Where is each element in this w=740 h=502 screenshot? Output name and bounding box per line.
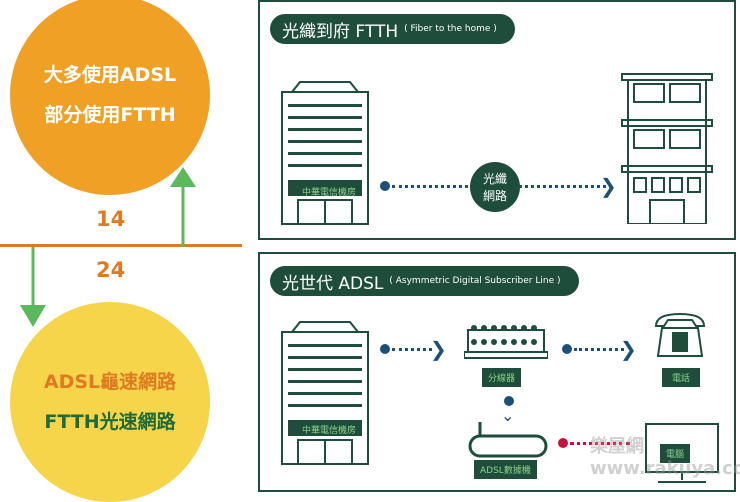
circle-text: 部分使用FTTH (44, 104, 176, 126)
dotted-line (570, 442, 630, 445)
telecom-building-icon (281, 81, 369, 225)
modem-label: ADSL數據機 (474, 460, 537, 479)
house-icon (621, 73, 713, 224)
splitter-icon (464, 325, 548, 359)
chevron-down-icon: ⌄ (501, 406, 515, 425)
dot-icon (380, 344, 390, 354)
chevron-right-icon: ❯ (600, 174, 617, 198)
splitter-label: 分線器 (482, 368, 522, 387)
telecom-building-label: 中華電信機房 (302, 188, 357, 198)
chevron-right-icon: ❯ (430, 337, 447, 361)
adsl-panel: 光世代 ADSL ( Asymmetric Digital Subscriber … (258, 252, 740, 492)
subtitle-text: ( Asymmetric Digital Subscriber Line ) (389, 276, 561, 286)
dotted-line (392, 348, 432, 351)
title-text: 光織到府 FTTH (282, 21, 399, 42)
year-label-up: 14 (96, 207, 126, 231)
subtitle-text: ( Fiber to the home ) (404, 24, 497, 34)
computer-label: 電腦 (660, 444, 691, 463)
computer-icon (645, 423, 719, 483)
circle-text: ADSL龜速網路 (43, 371, 177, 393)
dot-icon (558, 438, 568, 448)
circle-text: FTTH光速網路 (44, 411, 176, 433)
ftth-speed-circle: ADSL龜速網路 FTTH光速網路 (10, 302, 210, 502)
dot-icon (562, 344, 572, 354)
down-arrow-icon (20, 247, 46, 327)
dotted-line (574, 348, 624, 351)
fiber-network-badge: 光纖網路 (470, 162, 520, 212)
adsl-title: 光世代 ADSL ( Asymmetric Digital Subscriber … (270, 266, 579, 296)
ftth-panel: 光織到府 FTTH ( Fiber to the home ) 中華電信機房 光纖… (258, 0, 736, 240)
telecom-building-icon (281, 321, 369, 465)
phone-icon (654, 312, 706, 357)
ftth-title: 光織到府 FTTH ( Fiber to the home ) (270, 14, 515, 44)
telecom-building-label: 中華電信機房 (302, 426, 357, 436)
adsl-majority-circle: 大多使用ADSL 部分使用FTTH (10, 0, 210, 195)
dot-icon (380, 181, 390, 191)
timeline-line (0, 244, 242, 247)
chevron-right-icon: ❯ (620, 337, 637, 361)
phone-label: 電話 (662, 368, 701, 387)
modem-icon (468, 422, 548, 458)
title-text: 光世代 ADSL (282, 273, 384, 294)
up-arrow-icon (170, 167, 196, 247)
dot-icon (504, 396, 514, 406)
year-label-down: 24 (96, 258, 126, 282)
watermark: 樂屋網 www.rakuya.com.tw (590, 436, 740, 479)
circle-text: 大多使用ADSL (43, 64, 177, 86)
